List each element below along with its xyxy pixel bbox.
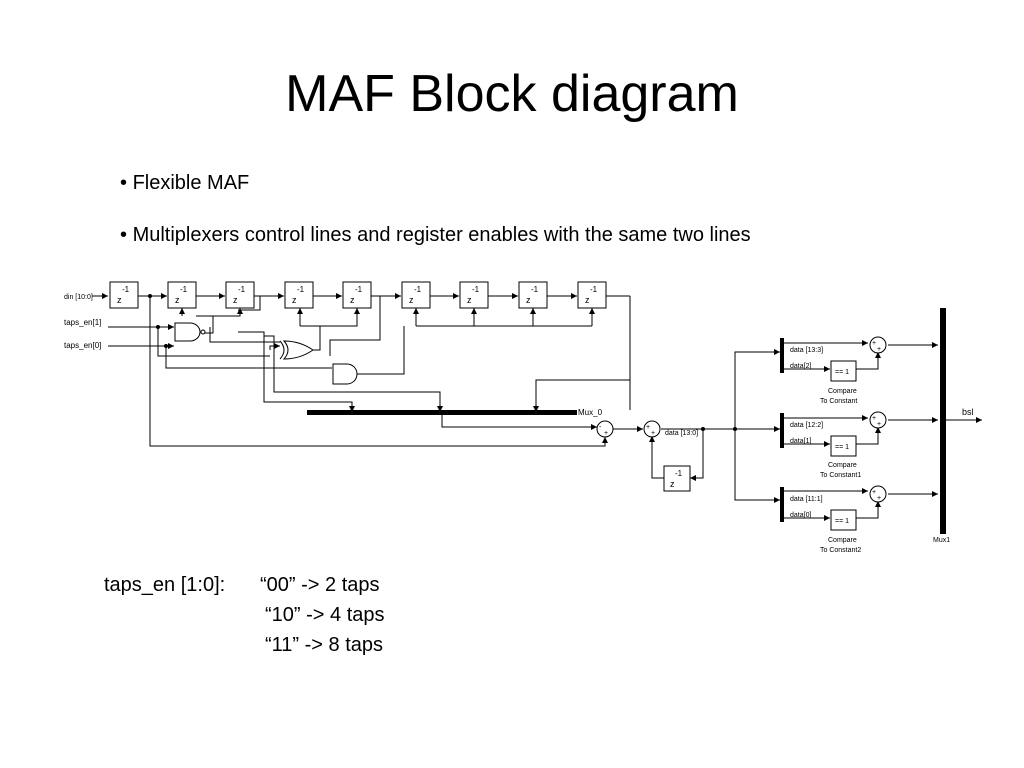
- sum-sign: +: [872, 340, 876, 347]
- compare-name: To Constant1: [820, 472, 861, 479]
- compare-name: To Constant2: [820, 547, 861, 554]
- delay-symbol: z: [585, 295, 590, 305]
- bullet-text: Flexible MAF: [132, 172, 250, 194]
- sum-sign: -: [599, 424, 602, 431]
- delay-symbol: z: [526, 295, 531, 305]
- compare-label: == 1: [835, 518, 849, 525]
- delay-register: -1z: [284, 281, 314, 309]
- delay-exponent: -1: [590, 285, 598, 294]
- sum-sign: +: [872, 489, 876, 496]
- delay-register: -1z: [577, 281, 607, 309]
- delay-register: -1z: [401, 281, 431, 309]
- slice-data-label: data [11:1]: [790, 496, 823, 503]
- xor-gate: [279, 340, 314, 360]
- delay-exponent: -1: [675, 469, 683, 478]
- taps-option-8: “11” -> 8 taps: [265, 634, 384, 656]
- delay-register: -1z: [518, 281, 548, 309]
- sum-node: + +: [643, 420, 661, 438]
- sum-sign: +: [651, 430, 655, 437]
- accumulator-data-label: data [13:0]: [665, 430, 698, 437]
- delay-symbol: z: [292, 295, 297, 305]
- delay-symbol: z: [233, 295, 238, 305]
- delay-register: -1z: [109, 281, 139, 309]
- delay-symbol: z: [409, 295, 414, 305]
- sum-sign: +: [877, 421, 881, 428]
- sum-sign: +: [877, 495, 881, 502]
- sum-sign: +: [877, 346, 881, 353]
- slice-data-label: data [13:3]: [790, 347, 823, 354]
- compare-label: == 1: [835, 444, 849, 451]
- delay-exponent: -1: [180, 285, 188, 294]
- mux-1-label: Mux1: [933, 537, 950, 544]
- slice-bit-label: data[0]: [790, 512, 811, 519]
- delay-exponent: -1: [297, 285, 305, 294]
- compare-name: To Constant: [820, 398, 857, 405]
- slice-bit-label: data[1]: [790, 438, 811, 445]
- delay-chain: -1z -1z -1z -1z -1z -1z -1z -1z -1z: [109, 281, 607, 309]
- taps-option-2: “00” -> 2 taps: [260, 574, 380, 596]
- sum-node: - +: [596, 420, 614, 438]
- slice-0: data [13:3] data[2] == 1 Compare To Cons…: [780, 336, 887, 405]
- delay-symbol: z: [670, 479, 675, 489]
- delay-register: -1z: [342, 281, 372, 309]
- din-label: din [10:0]: [64, 294, 93, 301]
- output-label: bsl: [962, 407, 974, 417]
- slice-bit-label: data[2]: [790, 363, 811, 370]
- delay-symbol: z: [350, 295, 355, 305]
- sum-sign: +: [646, 424, 650, 431]
- slice-data-label: data [12:2]: [790, 422, 823, 429]
- delay-symbol: z: [175, 295, 180, 305]
- taps-option-4: “10” -> 4 taps: [265, 604, 385, 626]
- compare-name: Compare: [828, 462, 857, 469]
- delay-exponent: -1: [355, 285, 363, 294]
- delay-exponent: -1: [414, 285, 422, 294]
- and-gate: [332, 363, 358, 385]
- mux-0-label: Mux_0: [578, 408, 603, 417]
- compare-name: Compare: [828, 388, 857, 395]
- delay-symbol: z: [117, 295, 122, 305]
- delay-exponent: -1: [238, 285, 246, 294]
- bullet-mux-control: • Multiplexers control lines and registe…: [120, 222, 751, 248]
- delay-register: -1z: [225, 281, 255, 309]
- compare-name: Compare: [828, 537, 857, 544]
- delay-register: -1z: [167, 281, 197, 309]
- taps-en0-label: taps_en[0]: [64, 341, 101, 350]
- bullet-text: Multiplexers control lines and register …: [132, 224, 751, 246]
- slice-2: data [11:1] data[0] == 1 Compare To Cons…: [780, 485, 887, 554]
- compare-label: == 1: [835, 369, 849, 376]
- bullet-glyph: •: [120, 224, 128, 246]
- bullet-glyph: •: [120, 172, 128, 194]
- sum-sign: +: [604, 430, 608, 437]
- slice-1: data [12:2] data[1] == 1 Compare To Cons…: [780, 411, 887, 479]
- delay-exponent: -1: [531, 285, 539, 294]
- accumulator-register: -1 z: [663, 465, 691, 492]
- delay-register: -1z: [459, 281, 489, 309]
- delay-exponent: -1: [122, 285, 130, 294]
- and-gate: [174, 322, 201, 342]
- sum-sign: +: [872, 415, 876, 422]
- delay-symbol: z: [467, 295, 472, 305]
- taps-en-label: taps_en [1:0]:: [104, 574, 226, 596]
- slide-title: MAF Block diagram: [285, 65, 739, 123]
- taps-en1-label: taps_en[1]: [64, 318, 101, 327]
- mux-1-bar: [940, 308, 946, 534]
- delay-exponent: -1: [472, 285, 480, 294]
- mux-0-bar: [307, 410, 577, 415]
- bullet-flexible-maf: • Flexible MAF: [120, 170, 249, 196]
